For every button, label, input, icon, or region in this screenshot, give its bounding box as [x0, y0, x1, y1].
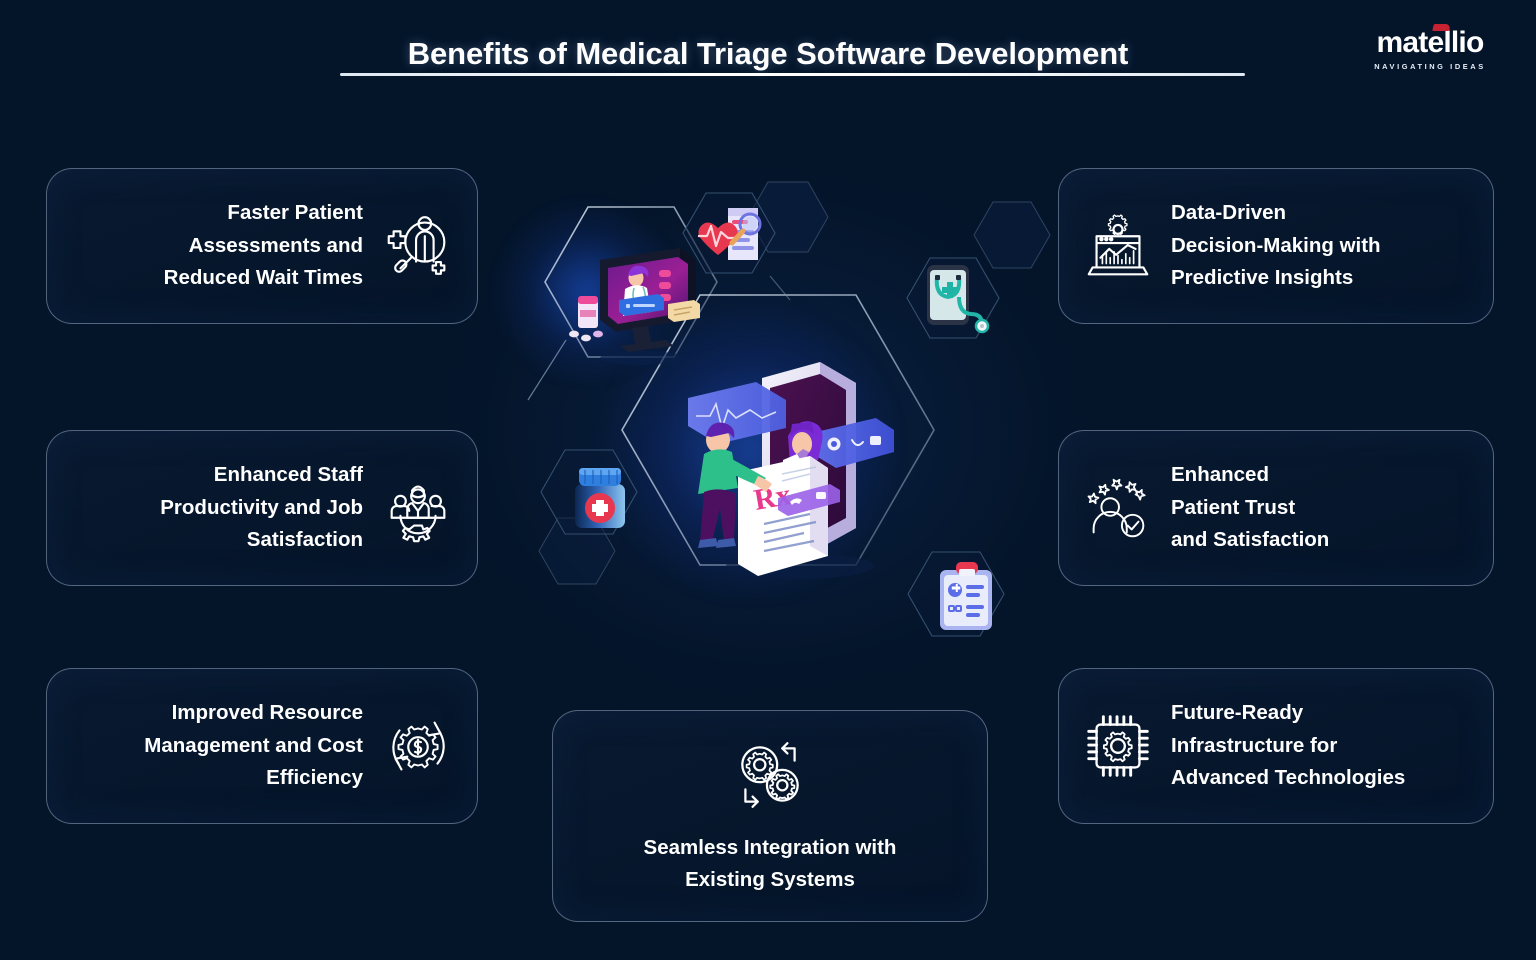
benefit-card-label: Seamless Integration with Existing Syste…: [643, 835, 897, 891]
benefit-card-label: Future-Ready Infrastructure for Advanced…: [1171, 701, 1406, 790]
user-stars-check-icon: [1079, 469, 1157, 547]
team-gear-icon: [379, 469, 457, 547]
benefit-card-label: Enhanced Patient Trust and Satisfaction: [1171, 463, 1330, 552]
magnifier-patient-medical-icon: [379, 207, 457, 285]
benefit-card-label: Enhanced Staff Productivity and Job Sati…: [160, 463, 363, 552]
benefit-card-seamless-integration[interactable]: Seamless Integration with Existing Syste…: [552, 710, 988, 922]
cpu-chip-gear-icon: [1079, 707, 1157, 785]
telemedicine-consultation-illustration: Rx: [670, 340, 910, 590]
benefit-card-enhanced-staff-productivity[interactable]: Enhanced Staff Productivity and Job Sati…: [46, 430, 478, 586]
medical-clipboard-icon: [928, 560, 1006, 634]
benefit-card-enhanced-patient-trust[interactable]: Enhanced Patient Trust and Satisfaction: [1058, 430, 1494, 586]
medicine-bottle-icon: [562, 462, 638, 534]
phone-stethoscope-icon: [919, 263, 997, 335]
title-underline: [340, 73, 1245, 76]
header: Benefits of Medical Triage Software Deve…: [0, 0, 1536, 110]
brand-logo: matellio NAVIGATING IDEAS: [1366, 24, 1494, 82]
benefit-card-label: Data-Driven Decision-Making with Predict…: [1171, 201, 1381, 290]
benefit-card-label: Improved Resource Management and Cost Ef…: [144, 701, 363, 790]
central-illustration: Rx: [470, 150, 1070, 670]
benefit-card-faster-patient-assessments[interactable]: Faster Patient Assessments and Reduced W…: [46, 168, 478, 324]
page-title: Benefits of Medical Triage Software Deve…: [407, 36, 1129, 71]
benefit-card-label: Faster Patient Assessments and Reduced W…: [163, 201, 363, 290]
benefit-card-data-driven-decision-making[interactable]: Data-Driven Decision-Making with Predict…: [1058, 168, 1494, 324]
laptop-analytics-gear-icon: [1079, 207, 1157, 285]
heart-ecg-report-icon: [698, 198, 774, 270]
gear-dollar-cycle-icon: [379, 707, 457, 785]
logo-wordmark: matellio: [1376, 24, 1485, 59]
logo-word-text: matellio: [1376, 26, 1485, 59]
logo-tagline: NAVIGATING IDEAS: [1374, 62, 1486, 71]
video-consultation-monitor-illustration: [562, 242, 712, 372]
benefit-card-future-ready-infrastructure[interactable]: Future-Ready Infrastructure for Advanced…: [1058, 668, 1494, 824]
benefit-card-improved-resource-management[interactable]: Improved Resource Management and Cost Ef…: [46, 668, 478, 824]
two-gears-arrows-icon: [729, 734, 811, 816]
logo-accent-mark-icon: [1431, 24, 1451, 31]
